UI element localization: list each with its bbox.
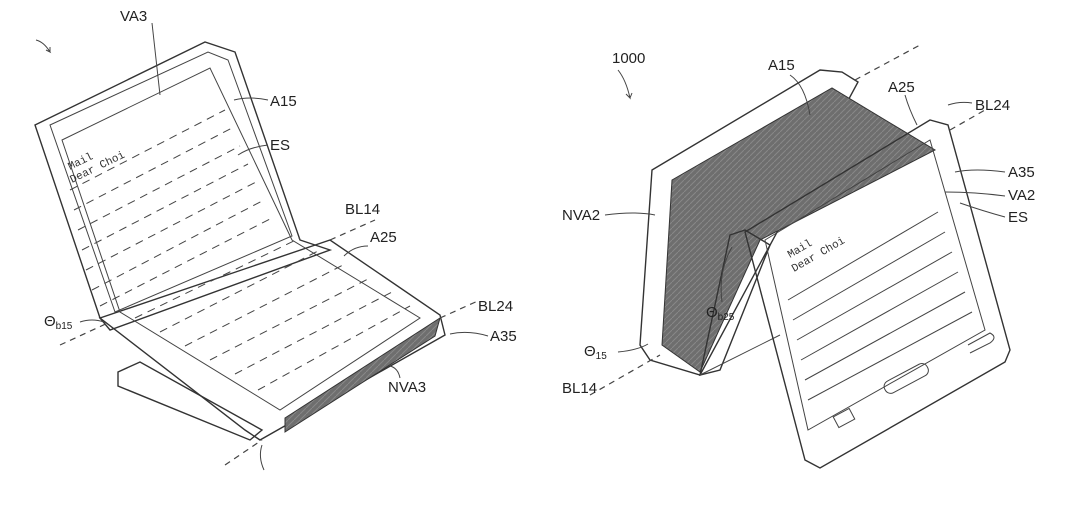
reference-arrow [617, 69, 633, 100]
bend-line-bl24 [224, 299, 481, 466]
hinge [699, 229, 771, 376]
label-bl14: BL14 [345, 201, 380, 218]
upper-panel-inner-edge [49, 51, 293, 313]
label-a15: A15 [270, 93, 297, 110]
display-area-va3: Mail Dear Choi [61, 67, 421, 411]
label-nva2: NVA2 [562, 207, 600, 224]
label-1000: 1000 [612, 50, 645, 67]
label-theta-b25: Θb25 [706, 304, 735, 323]
lower-panel [98, 239, 446, 441]
label-theta-b15: Θb15 [44, 313, 73, 332]
label-bl14: BL14 [562, 380, 597, 397]
label-a25: A25 [888, 79, 915, 96]
base-plate [117, 361, 264, 441]
reference-arrow [35, 39, 52, 54]
display-area-va2 [764, 139, 986, 431]
label-bl24: BL24 [975, 97, 1010, 114]
label-bl24: BL24 [478, 298, 513, 315]
back-button-icon [967, 332, 995, 354]
label-nva3: NVA3 [388, 379, 426, 396]
right-figure-foldable-device: Mail Dear Choi 1000 A15 A25 BL24 A35 VA2… [562, 44, 1035, 469]
bend-line-bl14 [589, 354, 661, 396]
home-button [883, 363, 929, 394]
label-a35: A35 [490, 328, 517, 345]
label-a15: A15 [768, 57, 795, 74]
bend-line-bl24 [854, 44, 986, 131]
menu-button-icon [832, 407, 856, 429]
label-es: ES [270, 137, 290, 154]
upper-panel [34, 41, 333, 331]
bend-line-bl14 [59, 219, 376, 346]
screen-lines [787, 211, 973, 401]
label-a35: A35 [1008, 164, 1035, 181]
label-va2: VA2 [1008, 187, 1035, 204]
label-va3: VA3 [120, 8, 147, 25]
label-theta-15: Θ15 [584, 343, 607, 362]
non-display-area-nva2 [661, 87, 937, 373]
label-es: ES [1008, 209, 1028, 226]
leader-line [259, 444, 265, 471]
right-panel [744, 119, 1011, 469]
left-figure-foldable-device: Mail Dear Choi VA3 A15 ES BL14 A25 BL24 … [34, 8, 517, 471]
non-display-area-nva3 [284, 316, 441, 433]
label-a25: A25 [370, 229, 397, 246]
